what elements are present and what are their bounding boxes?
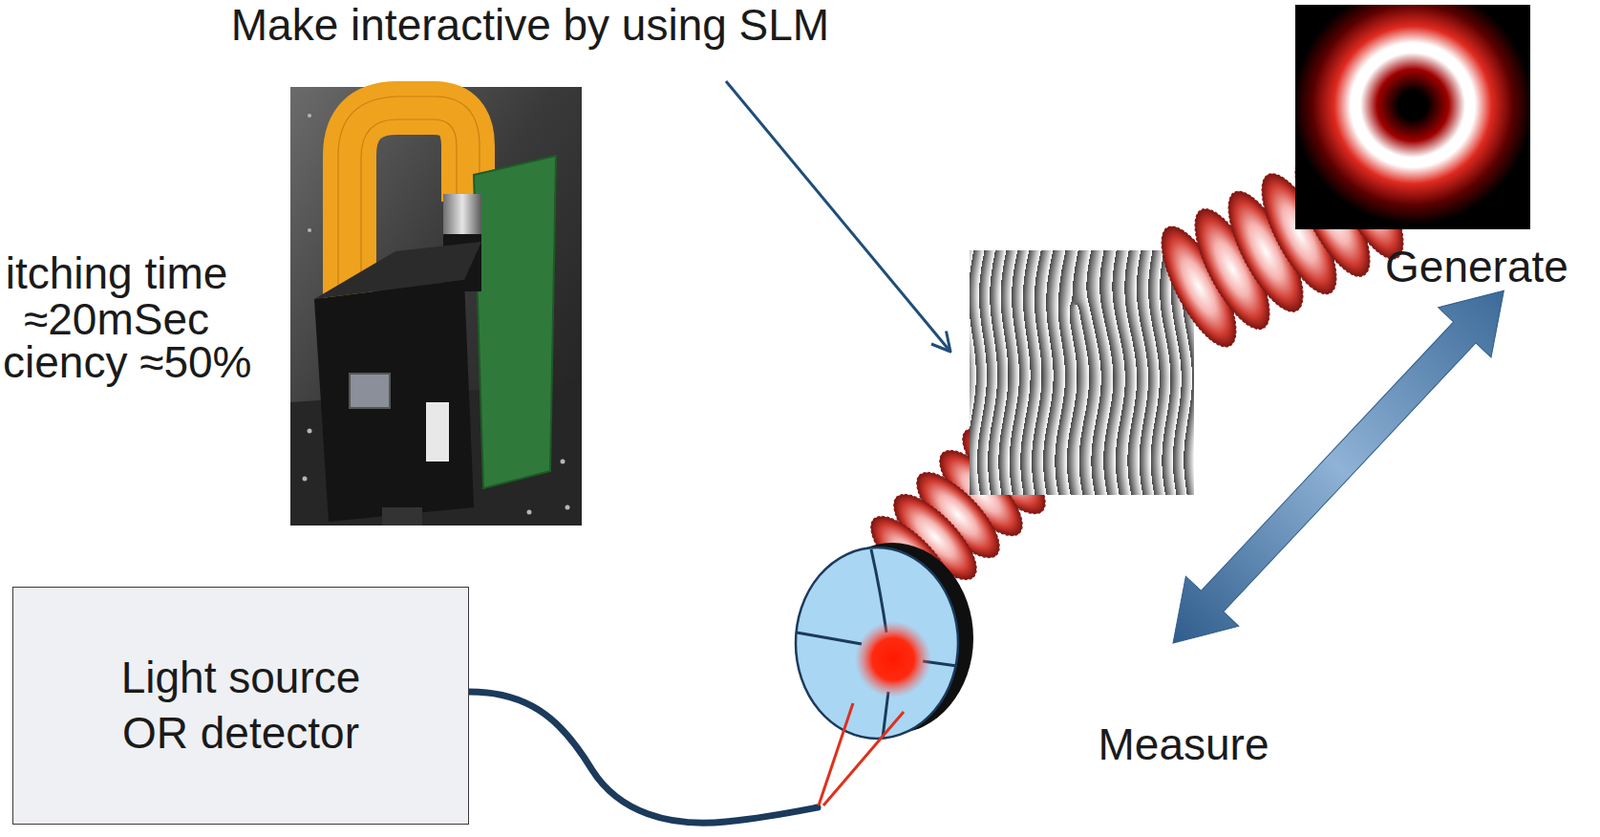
table-hole [302, 476, 308, 482]
label-text: Make interactive by using SLM [231, 1, 830, 48]
wall-hole [307, 113, 312, 118]
double-arrow [1146, 265, 1531, 668]
process-box: Light source OR detector [12, 586, 470, 825]
donut-mode [1295, 4, 1531, 230]
slm-housing [314, 279, 474, 522]
label-text: ciency ≈50% [2, 339, 252, 385]
label-text: Generate [1385, 243, 1569, 290]
fork-hologram [969, 250, 1195, 495]
leader-line [725, 81, 951, 352]
label-text: Measure [1098, 721, 1270, 768]
slm-photo [290, 86, 582, 526]
table-hole [307, 428, 313, 434]
lens-knob [443, 193, 482, 235]
sector-line [796, 632, 862, 644]
sector-line [871, 549, 887, 633]
table-hole [560, 459, 566, 465]
double-arrow-shape [1146, 265, 1531, 668]
photo-background [290, 86, 582, 526]
disc-face [795, 547, 959, 739]
circuit-board [473, 155, 556, 489]
focus-spot [854, 620, 932, 698]
box-text: Light source OR detector [97, 650, 384, 761]
lens-disc [795, 542, 974, 739]
fiber-cable [469, 691, 818, 823]
table-hole [565, 505, 571, 511]
mount-post [382, 507, 423, 526]
slm-aperture [349, 373, 390, 408]
device-sticker [426, 402, 449, 462]
hologram-frame [969, 250, 1195, 495]
leader-arrowhead [931, 331, 951, 353]
table-hole [527, 510, 533, 515]
label-text: itching time ≈20mSec [0, 250, 251, 343]
wall-hole [307, 228, 312, 233]
light-ray [823, 711, 904, 806]
